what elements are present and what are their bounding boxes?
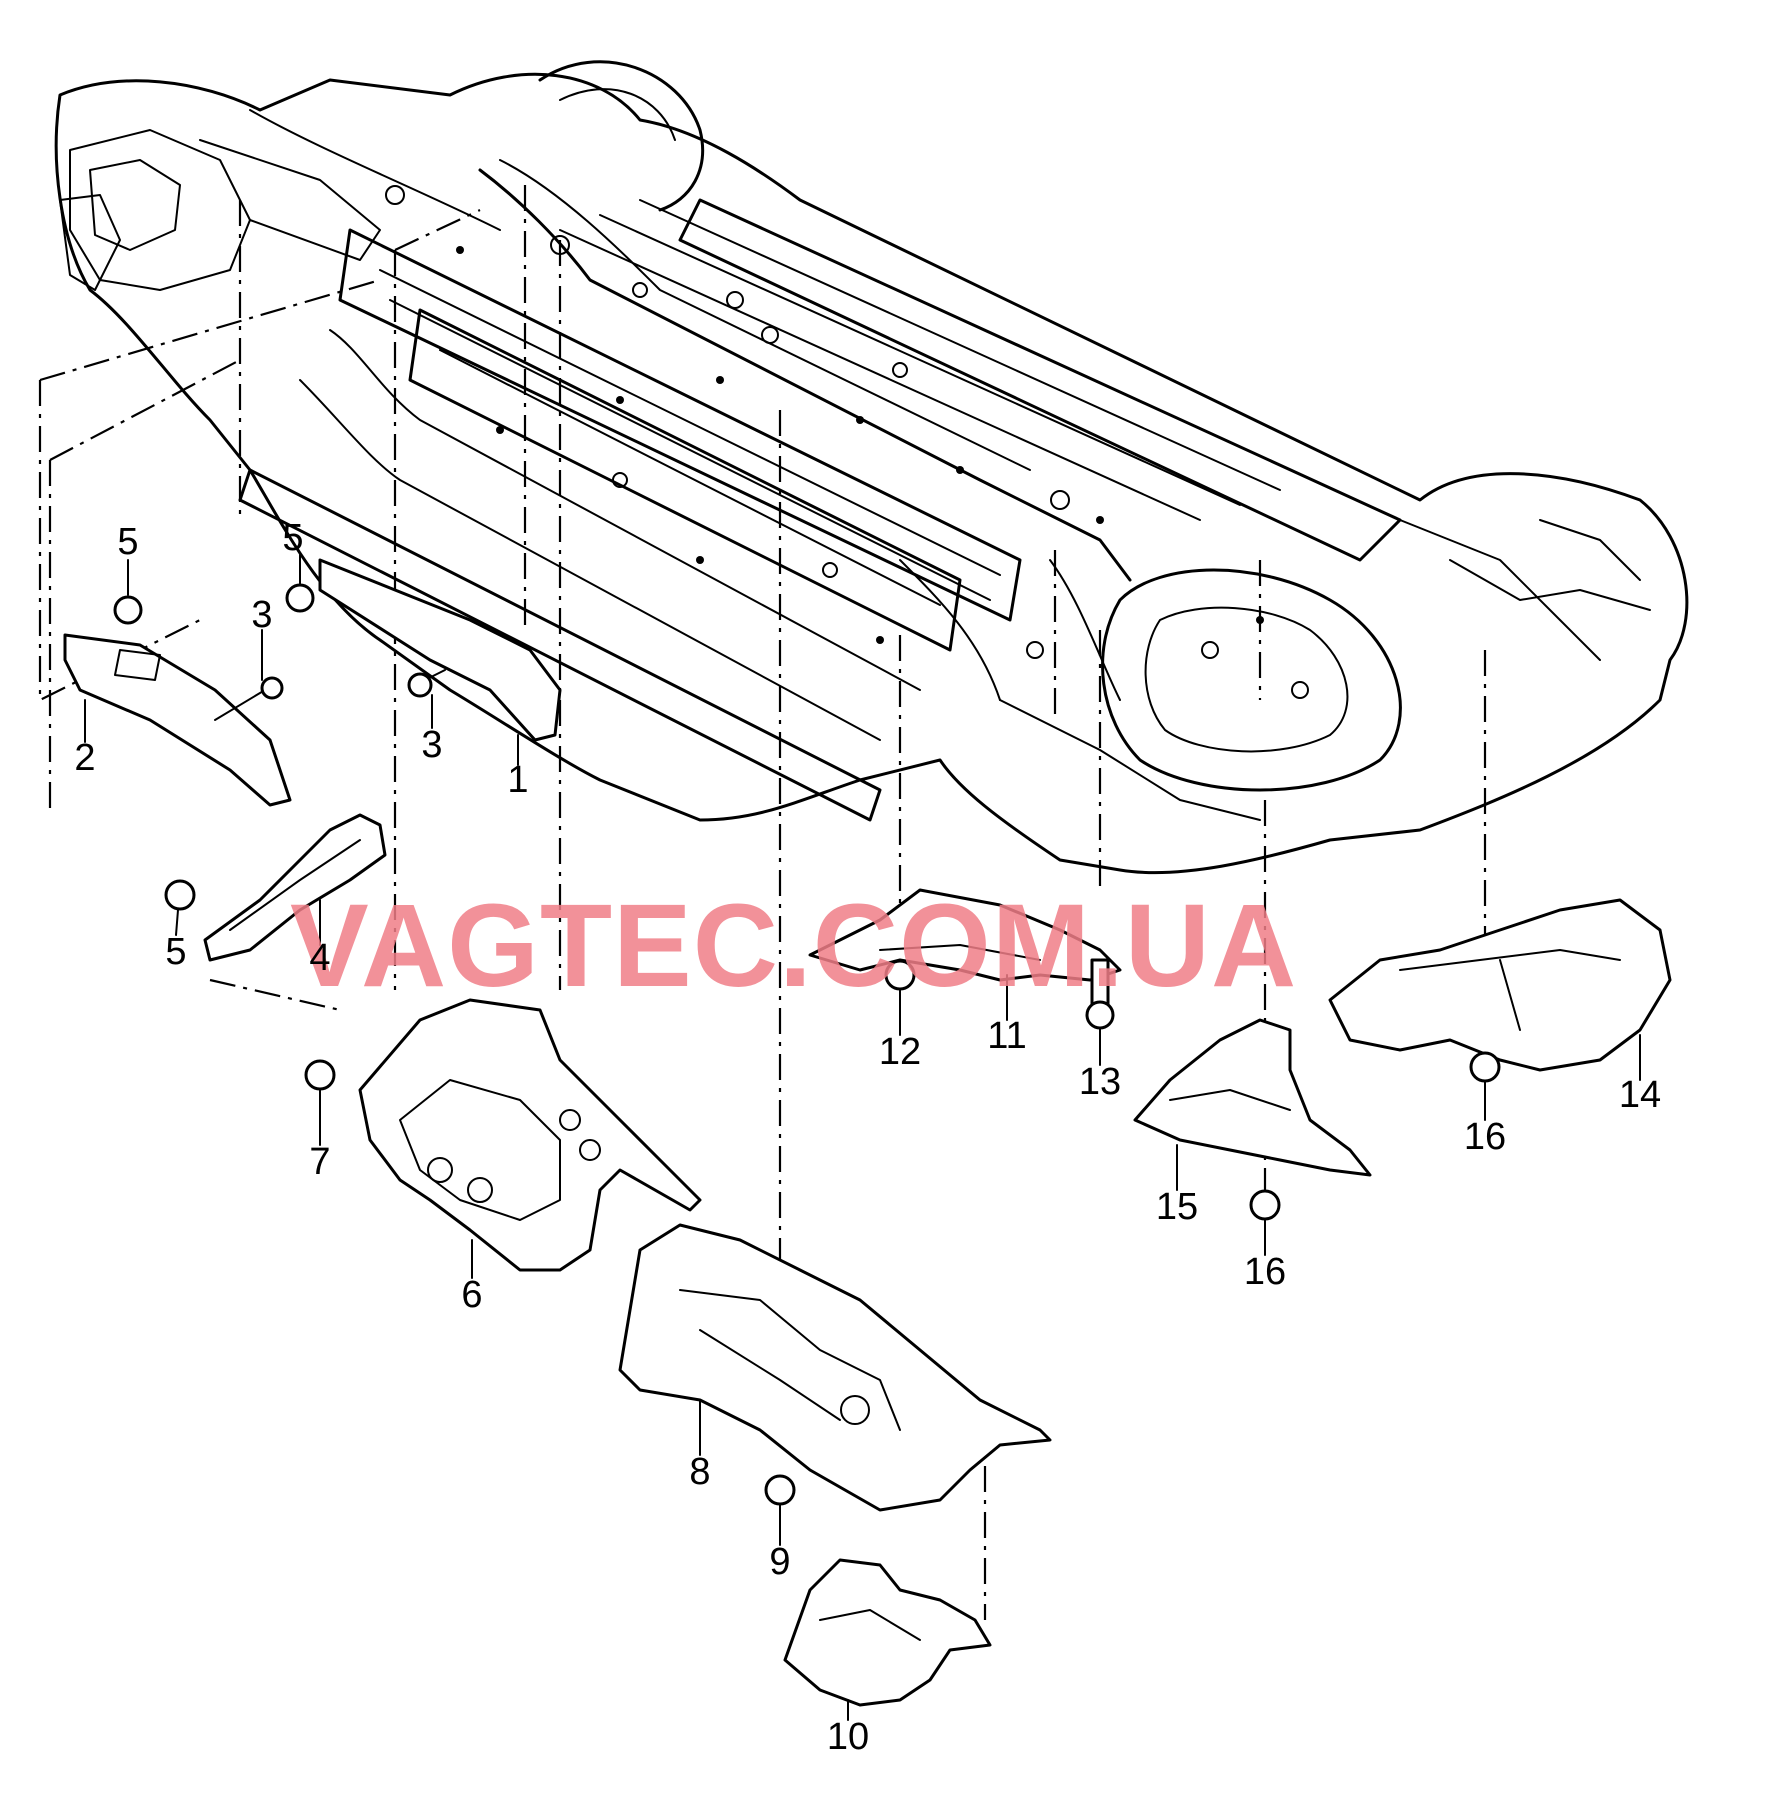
nut-part-16-right [1469, 1051, 1501, 1083]
callout-14: 14 [1618, 1074, 1662, 1116]
callout-3-left: 3 [251, 594, 273, 636]
bolt-part-3-left [214, 676, 284, 721]
nut-part-5-bottom [164, 879, 196, 911]
bolt-part-3-right [407, 669, 446, 698]
bolt-part-13 [1085, 958, 1115, 1030]
callout-5-bottom: 5 [165, 931, 187, 973]
watermark-text: VAGTEC.COM.UA [290, 880, 1298, 1012]
nut-part-5-top-left [113, 595, 143, 625]
nut-part-9 [764, 1474, 796, 1506]
heat-shield-part-2 [63, 633, 292, 807]
callout-10: 10 [826, 1716, 870, 1758]
callout-3-right: 3 [421, 724, 443, 766]
heat-shield-part-1 [318, 558, 562, 742]
callout-1: 1 [507, 759, 529, 801]
heat-shield-part-10 [783, 1558, 992, 1707]
callout-5-top-left: 5 [117, 521, 139, 563]
callout-4: 4 [309, 937, 331, 979]
heat-shield-part-6 [358, 998, 702, 1272]
nut-part-16-left [1249, 1189, 1281, 1221]
callout-13: 13 [1078, 1061, 1122, 1103]
callout-6: 6 [461, 1274, 483, 1316]
callout-16-right: 16 [1463, 1116, 1507, 1158]
callout-7: 7 [309, 1141, 331, 1183]
vehicle-underbody [54, 60, 1689, 875]
callout-15: 15 [1155, 1186, 1199, 1228]
callout-5-top-mid: 5 [282, 517, 304, 559]
callout-9: 9 [769, 1541, 791, 1583]
callout-leader-lines [84, 554, 1641, 1721]
callout-12: 12 [878, 1031, 922, 1073]
callout-2: 2 [74, 737, 96, 779]
nut-part-5-top-mid [285, 583, 315, 613]
heat-shield-part-14 [1328, 898, 1672, 1072]
callout-11: 11 [987, 1015, 1027, 1057]
callout-16-left: 16 [1243, 1251, 1287, 1293]
callout-8: 8 [689, 1451, 711, 1493]
nut-part-7 [304, 1059, 336, 1091]
bracket-part-4 [203, 813, 387, 962]
